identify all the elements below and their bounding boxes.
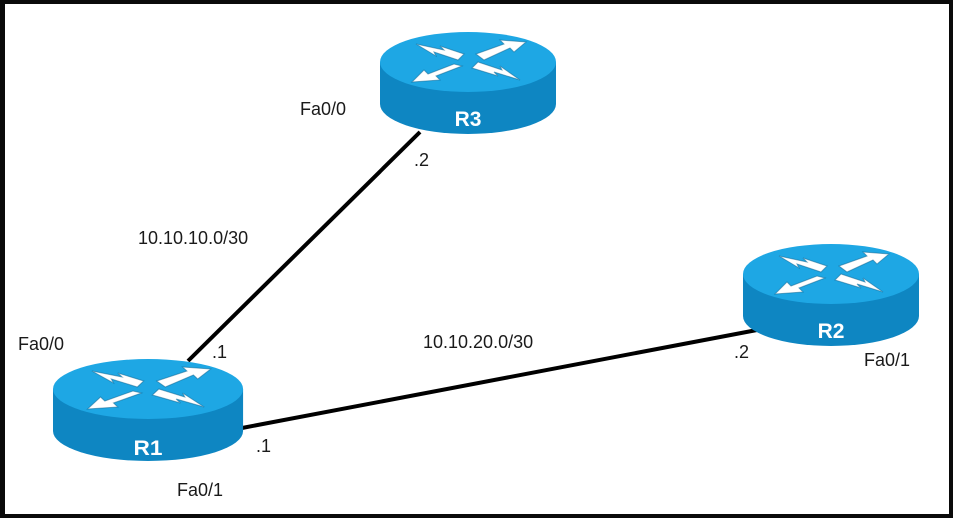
router-r1[interactable]: R1 bbox=[52, 358, 244, 462]
link-r1-r2 bbox=[241, 328, 758, 430]
r3-interface-label: Fa0/0 bbox=[300, 99, 347, 119]
router-r1-label: R1 bbox=[134, 436, 163, 460]
r2-interface-label: Fa0/1 bbox=[864, 350, 911, 370]
r3-ip-label: .2 bbox=[414, 150, 430, 170]
network-label-r1-r2: 10.10.20.0/30 bbox=[423, 332, 534, 352]
r1-fa00-label: Fa0/0 bbox=[18, 334, 65, 354]
r1-ip-label-fa00: .1 bbox=[212, 342, 228, 362]
r1-fa01-label: Fa0/1 bbox=[177, 480, 224, 500]
r1-ip-label-fa01: .1 bbox=[256, 436, 272, 456]
link-r1-r3 bbox=[186, 130, 422, 363]
router-r2[interactable]: R2 bbox=[742, 243, 920, 347]
r2-ip-label: .2 bbox=[734, 342, 750, 362]
network-label-r1-r3: 10.10.10.0/30 bbox=[138, 228, 249, 248]
router-r2-label: R2 bbox=[818, 320, 845, 343]
router-r3-label: R3 bbox=[455, 108, 482, 131]
router-r3[interactable]: R3 bbox=[379, 31, 557, 135]
